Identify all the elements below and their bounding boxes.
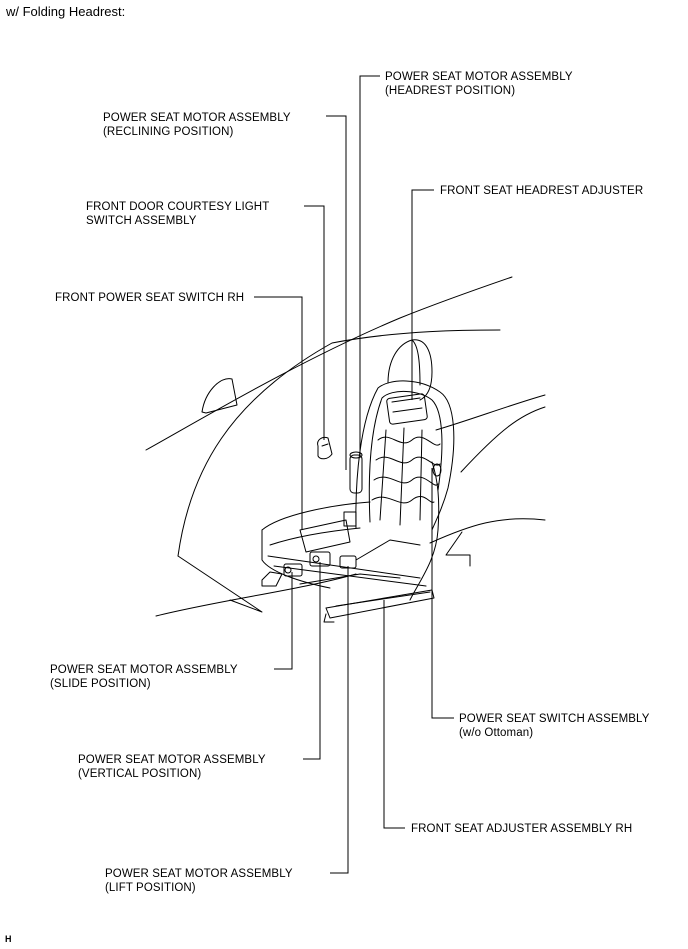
figure-code: H [5, 934, 12, 944]
label-line-2: SWITCH ASSEMBLY [86, 215, 197, 227]
label-line-2: (VERTICAL POSITION) [78, 768, 202, 780]
label-line-2: (w/o Ottoman) [459, 727, 534, 739]
leader-power-seat-switch-rh [254, 297, 302, 530]
label-lift-position-motor: POWER SEAT MOTOR ASSEMBLY (LIFT POSITION… [105, 867, 293, 895]
label-line-1: POWER SEAT MOTOR ASSEMBLY [103, 112, 291, 124]
label-line-1: FRONT POWER SEAT SWITCH RH [55, 292, 245, 304]
label-line-2: (HEADREST POSITION) [385, 85, 516, 97]
label-front-power-seat-switch-rh: FRONT POWER SEAT SWITCH RH [55, 291, 244, 305]
leader-headrest-position [360, 76, 380, 456]
label-line-1: FRONT SEAT HEADREST ADJUSTER [440, 185, 644, 197]
leader-seat-adjuster [384, 600, 405, 828]
leader-lines [254, 76, 454, 873]
label-headrest-position-motor: POWER SEAT MOTOR ASSEMBLY (HEADREST POSI… [385, 70, 573, 98]
label-line-2: (LIFT POSITION) [105, 882, 196, 894]
label-slide-position-motor: POWER SEAT MOTOR ASSEMBLY (SLIDE POSITIO… [50, 663, 238, 691]
label-line-1: FRONT SEAT ADJUSTER ASSEMBLY RH [411, 823, 633, 835]
label-line-1: POWER SEAT MOTOR ASSEMBLY [50, 664, 238, 676]
label-power-seat-switch-assembly: POWER SEAT SWITCH ASSEMBLY (w/o Ottoman) [459, 712, 649, 740]
label-courtesy-light-switch: FRONT DOOR COURTESY LIGHT SWITCH ASSEMBL… [86, 200, 269, 228]
leader-headrest-adjuster [412, 190, 434, 400]
diagram-header: w/ Folding Headrest: [6, 4, 126, 19]
label-reclining-position-motor: POWER SEAT MOTOR ASSEMBLY (RECLINING POS… [103, 111, 291, 139]
leader-vertical-position [303, 562, 320, 759]
vehicle-body-outline [146, 277, 545, 616]
label-line-2: (SLIDE POSITION) [50, 678, 151, 690]
leader-lift-position [330, 566, 348, 873]
label-line-2: (RECLINING POSITION) [103, 126, 234, 138]
label-front-seat-adjuster: FRONT SEAT ADJUSTER ASSEMBLY RH [411, 822, 632, 836]
leader-slide-position [274, 572, 292, 669]
label-headrest-adjuster: FRONT SEAT HEADREST ADJUSTER [440, 184, 643, 198]
courtesy-switch-part [318, 437, 332, 458]
label-line-1: POWER SEAT MOTOR ASSEMBLY [78, 754, 266, 766]
label-line-1: POWER SEAT SWITCH ASSEMBLY [459, 713, 650, 725]
label-line-1: POWER SEAT MOTOR ASSEMBLY [385, 71, 573, 83]
label-line-1: FRONT DOOR COURTESY LIGHT [86, 201, 270, 213]
label-line-1: POWER SEAT MOTOR ASSEMBLY [105, 868, 293, 880]
seat-back-frame [350, 340, 454, 600]
seat-cushion-frame [262, 502, 434, 622]
leader-reclining-position [326, 116, 346, 470]
leader-seat-switch-assembly [432, 468, 454, 718]
label-vertical-position-motor: POWER SEAT MOTOR ASSEMBLY (VERTICAL POSI… [78, 753, 266, 781]
leader-courtesy-switch [304, 206, 324, 440]
